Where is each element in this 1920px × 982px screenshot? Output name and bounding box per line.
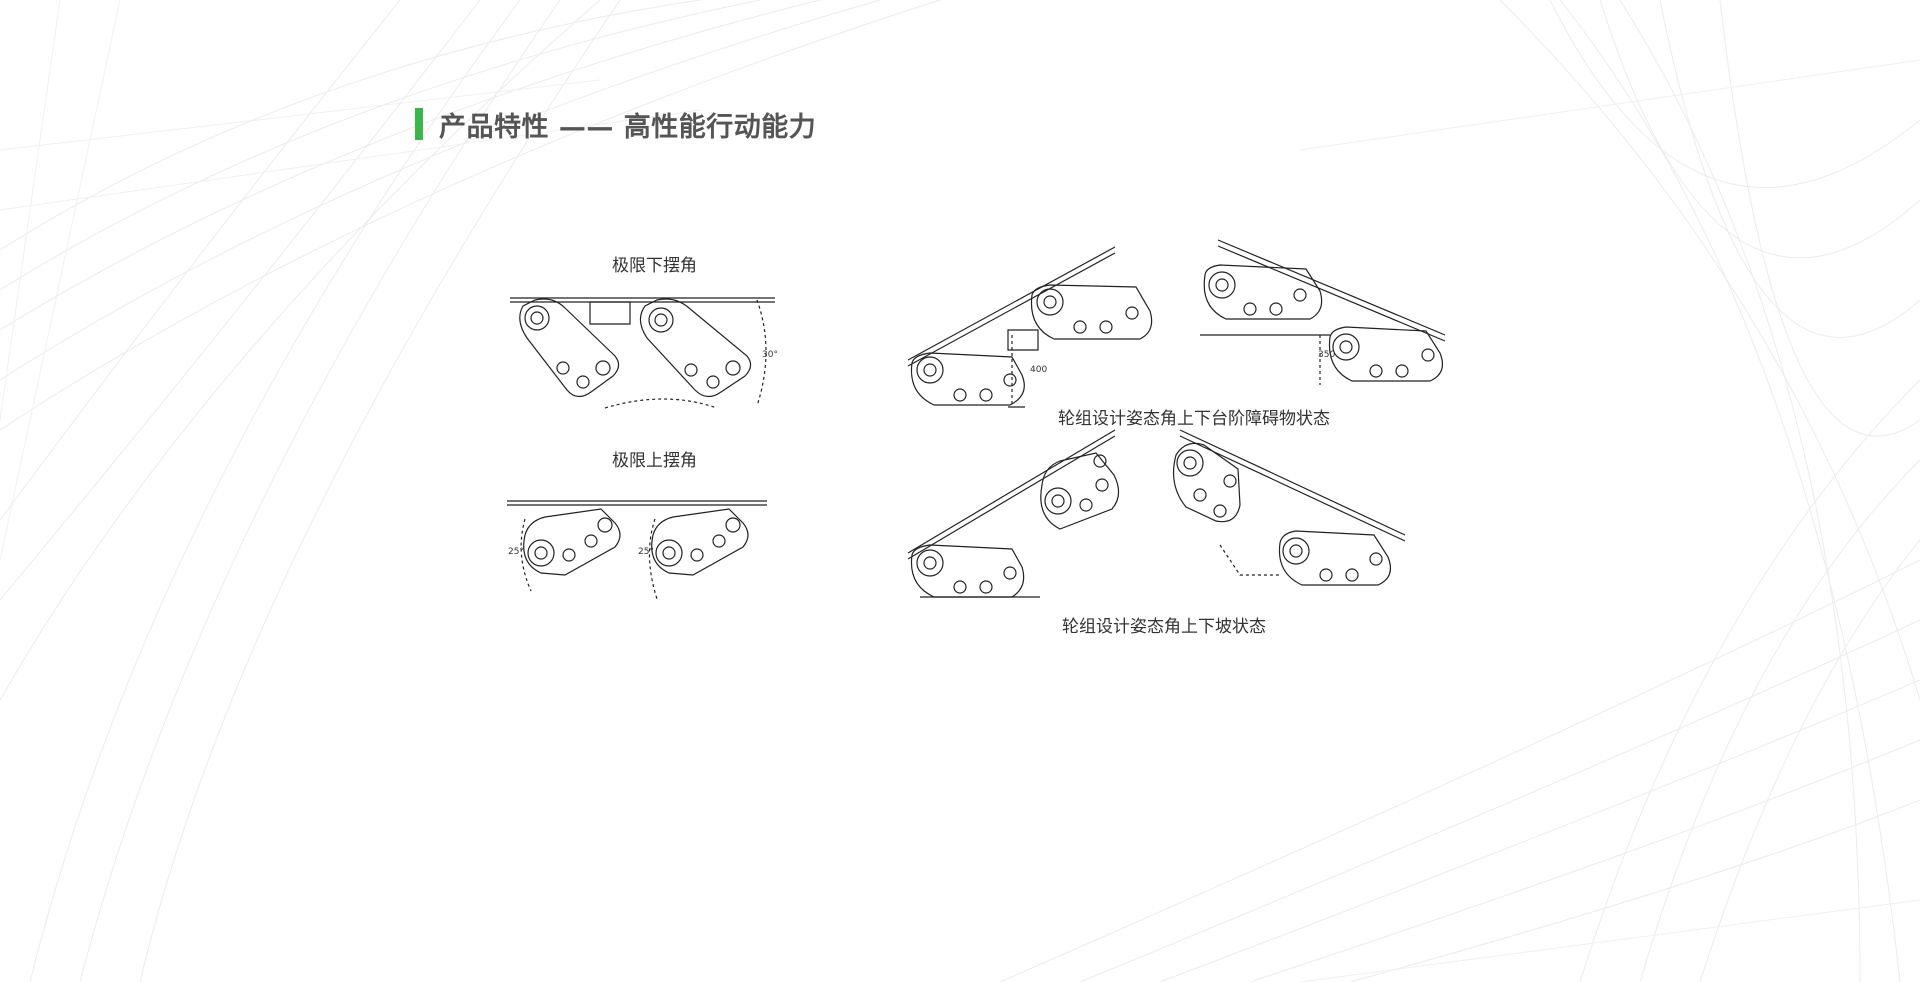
caption-limit-up: 极限上摆角 [612,451,697,471]
caption-slope: 轮组设计姿态角上下坡状态 [1062,617,1266,637]
angle-label-limit-up-left: 25° [508,547,524,557]
diagram-step-obstacle [900,235,1460,410]
diagram-slope [900,425,1420,600]
caption-limit-down: 极限下摆角 [612,256,697,276]
diagram-limit-up [505,495,775,605]
angle-label-limit-up-right: 25° [638,547,654,557]
title-accent-bar [415,108,423,140]
diagram-limit-down [505,290,785,420]
section-header: 产品特性 —— 高性能行动能力 [415,108,816,143]
page-title: 产品特性 —— 高性能行动能力 [439,111,817,143]
dim-label-step-left: 400 [1030,365,1048,375]
dim-label-step-right: 350 [1318,350,1336,360]
caption-step-obstacle: 轮组设计姿态角上下台阶障碍物状态 [1058,409,1330,429]
angle-label-limit-down: 30° [762,350,778,360]
